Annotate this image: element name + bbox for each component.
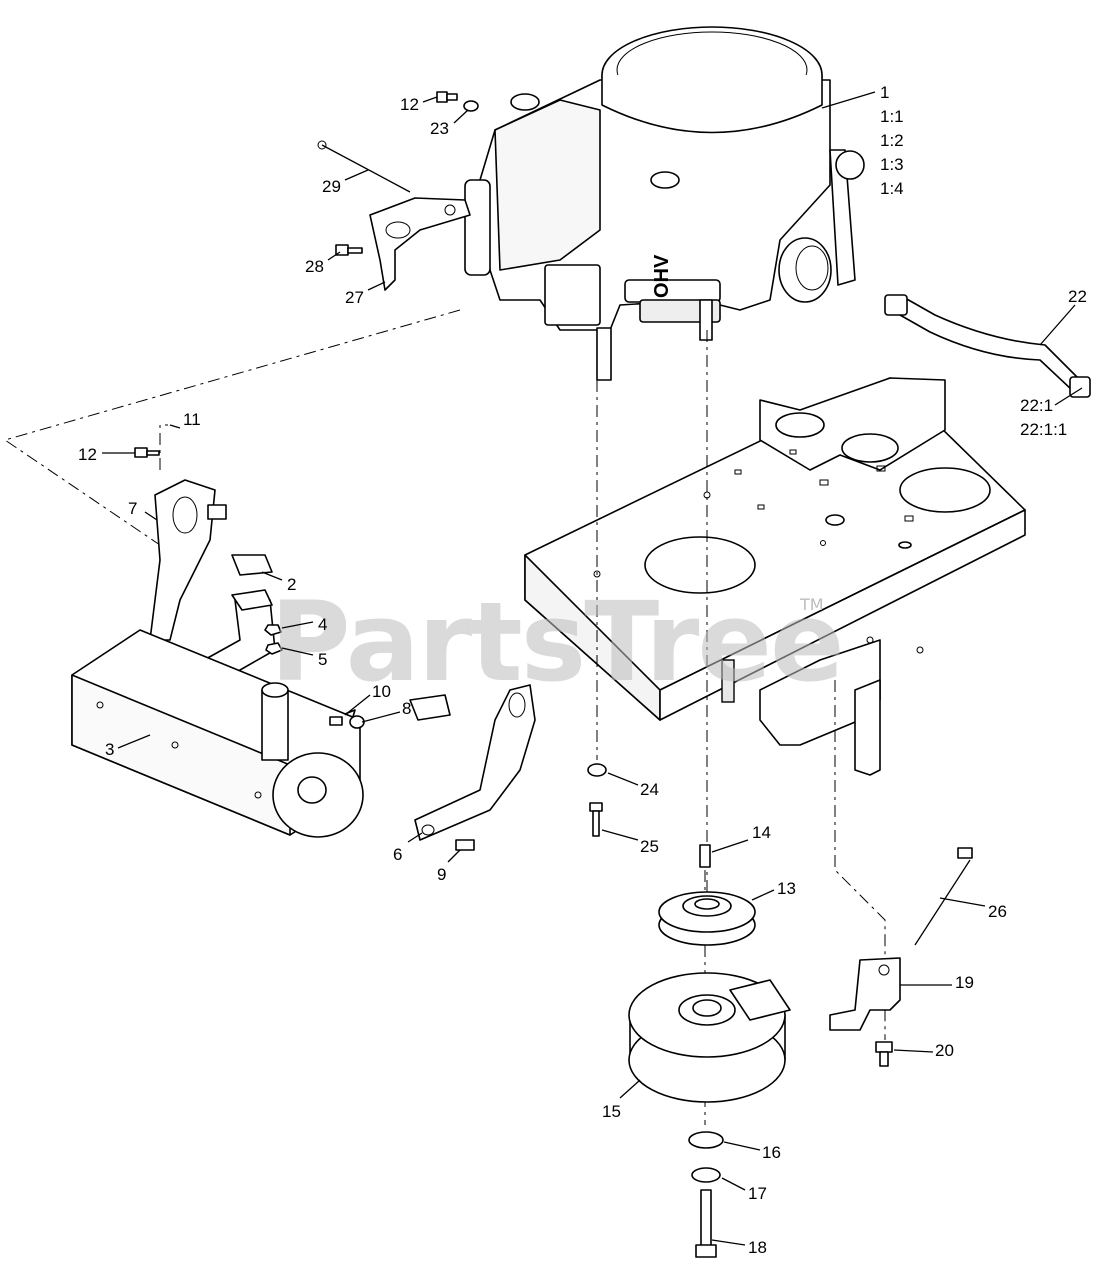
callout-11: 11 [183, 410, 201, 429]
callout-25: 25 [640, 837, 659, 856]
callout-24: 24 [640, 780, 659, 799]
bolt-12-top [436, 91, 458, 103]
callout-28: 28 [305, 257, 324, 276]
bolt-28 [335, 244, 363, 256]
engine [464, 26, 865, 381]
washer-24 [587, 763, 607, 777]
callout-1-3: 1:3 [880, 155, 904, 174]
bolt-18 [695, 1189, 717, 1258]
callout-17: 17 [748, 1184, 767, 1203]
clutch-bracket [829, 957, 901, 1031]
washer-16 [688, 1131, 724, 1149]
watermark-tm: TM [799, 595, 824, 614]
callout-1-4: 1:4 [880, 179, 904, 198]
callout-8: 8 [402, 699, 411, 718]
pulley [658, 891, 756, 946]
callout-27: 27 [345, 288, 364, 307]
bolt-25 [589, 802, 603, 837]
callout-1-2: 1:2 [880, 131, 904, 150]
callout-16: 16 [762, 1143, 781, 1162]
engine-bracket [369, 197, 471, 291]
callout-5: 5 [318, 650, 327, 669]
callout-3: 3 [105, 740, 114, 759]
callout-22-1: 22:1 [1020, 396, 1053, 415]
callout-1-1: 1:1 [880, 107, 904, 126]
callout-22-1-1: 22:1:1 [1020, 420, 1067, 439]
guide-engine-muffler [3, 309, 461, 546]
cable-26-end [957, 847, 973, 859]
callout-19: 19 [955, 973, 974, 992]
callout-7: 7 [128, 499, 137, 518]
guide-bracket [834, 680, 886, 1040]
engine-marking-ohv: OHV [651, 254, 673, 298]
callout-23: 23 [430, 119, 449, 138]
washer-17 [691, 1167, 721, 1183]
washer-23 [463, 100, 479, 112]
callout-20: 20 [935, 1041, 954, 1060]
callout-26: 26 [988, 902, 1007, 921]
callout-12-top: 12 [400, 95, 419, 114]
callout-29: 29 [322, 177, 341, 196]
callout-15: 15 [602, 1102, 621, 1121]
pto-clutch [628, 972, 791, 1103]
bolt-20 [875, 1041, 893, 1067]
watermark: PartsTree [270, 578, 843, 706]
callout-4: 4 [318, 615, 327, 634]
frame-plate [524, 377, 1026, 776]
guide-11 [159, 424, 168, 470]
muffler-assembly [71, 479, 536, 841]
callout-18: 18 [748, 1238, 767, 1257]
callout-10: 10 [372, 682, 391, 701]
leader-lines [102, 91, 1083, 1246]
callout-9: 9 [437, 865, 446, 884]
callout-2: 2 [287, 575, 296, 594]
callout-labels: 1 1:1 1:2 1:3 1:4 22 22:1 22:1:1 12 23 2… [78, 83, 1087, 1257]
cable-29 [321, 144, 411, 193]
callout-14: 14 [752, 823, 771, 842]
hardware-muffler [134, 447, 475, 851]
callout-13: 13 [777, 879, 796, 898]
callout-22: 22 [1068, 287, 1087, 306]
cable-26 [914, 859, 971, 946]
key-14 [699, 844, 711, 868]
callout-12-mid: 12 [78, 445, 97, 464]
callout-1: 1 [880, 83, 889, 102]
callout-6: 6 [393, 845, 402, 864]
